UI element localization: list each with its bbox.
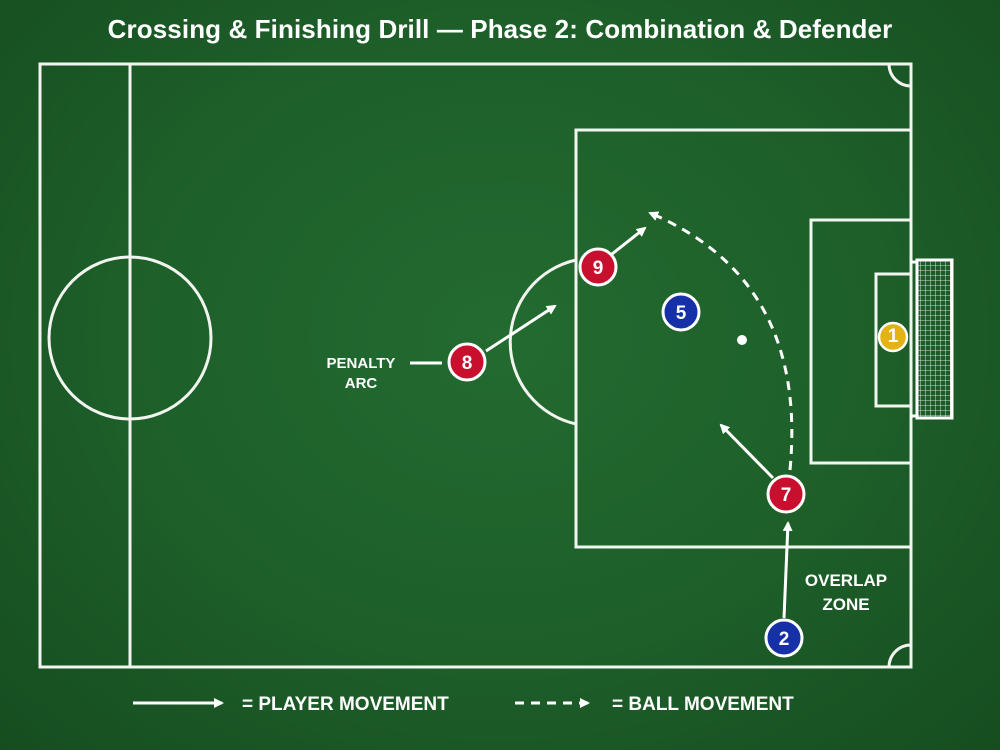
player-5: 5 <box>661 292 701 332</box>
ball-cross-path <box>648 211 794 471</box>
svg-text:5: 5 <box>676 303 687 324</box>
penalty-spot <box>737 335 747 345</box>
player-8: 8 <box>447 342 487 382</box>
player-run-8 <box>485 304 557 353</box>
corner-arc-top <box>887 63 912 88</box>
player-run-7 <box>719 423 775 480</box>
penalty-arc-label-1: PENALTY <box>327 355 396 372</box>
svg-text:8: 8 <box>462 353 473 374</box>
svg-text:2: 2 <box>779 629 790 650</box>
svg-text:1: 1 <box>888 326 899 347</box>
goal-inner-box <box>874 272 913 408</box>
legend-player-label: = PLAYER MOVEMENT <box>242 694 449 715</box>
player-2: 2 <box>764 618 804 658</box>
legend-ball-label: = BALL MOVEMENT <box>612 694 794 715</box>
player-run-2 <box>782 521 793 619</box>
corner-arc-bottom <box>887 643 912 668</box>
overlap-zone-label-2: ZONE <box>822 595 869 614</box>
svg-text:9: 9 <box>593 258 604 279</box>
penalty-arc <box>508 258 577 426</box>
goal-net <box>911 258 954 420</box>
overlap-zone-label-1: OVERLAP <box>805 571 887 590</box>
diagram-title: Crossing & Finishing Drill — Phase 2: Co… <box>107 14 893 44</box>
svg-text:7: 7 <box>781 485 792 506</box>
player-run-9 <box>611 226 647 256</box>
player-9: 9 <box>578 247 618 287</box>
goalkeeper-1: 1 <box>877 321 909 353</box>
centre-circle <box>47 255 213 421</box>
player-7: 7 <box>766 474 806 514</box>
legend: = PLAYER MOVEMENT = BALL MOVEMENT <box>133 694 794 715</box>
penalty-arc-label-2: ARC <box>345 375 378 392</box>
